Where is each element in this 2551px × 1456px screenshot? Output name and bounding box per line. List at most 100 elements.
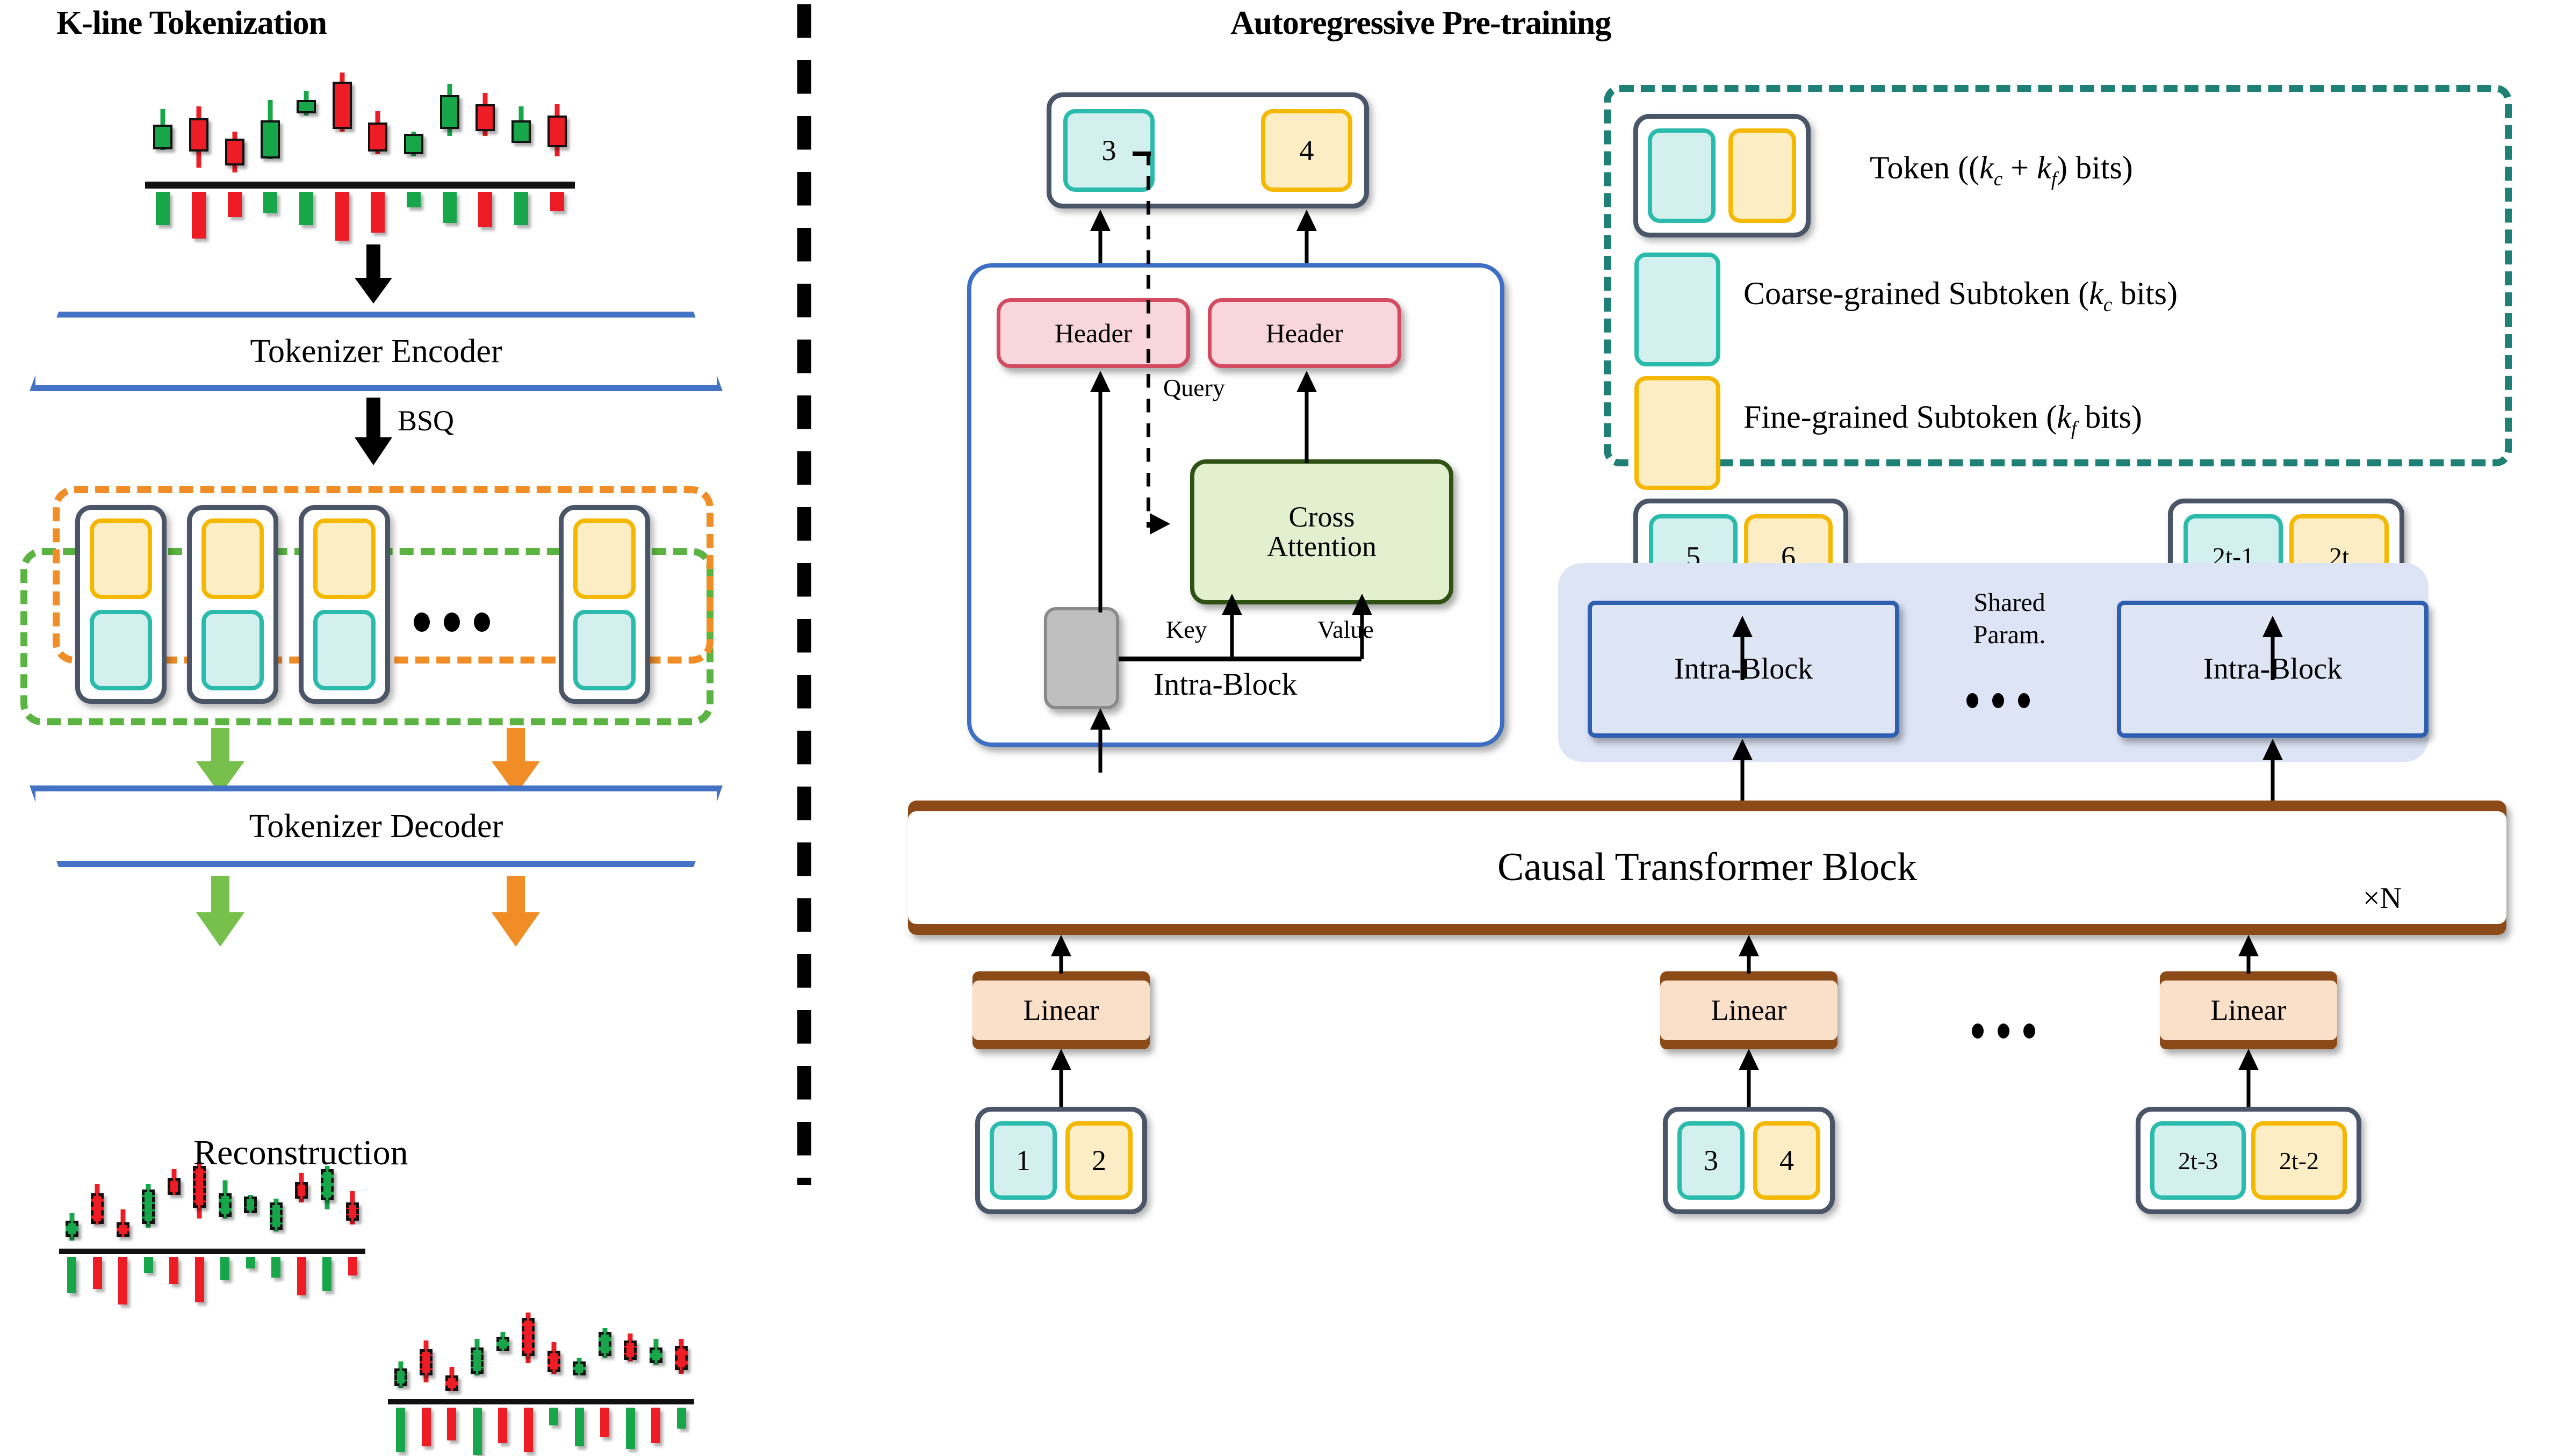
volume-bar [550,192,564,212]
candle-body [573,1361,586,1376]
tokenizer-decoder-label: Tokenizer Decoder [249,808,503,845]
reconstruction-chart-right [388,1306,694,1456]
input-token-1-2-coarse: 1 [990,1121,1057,1200]
volume-bar [156,192,170,225]
linear-box-3: Linear [2160,971,2337,1049]
bsq-token-1-coarse [90,610,152,690]
input-token-2t-3-coarse: 2t-3 [2150,1121,2246,1200]
legend-token-coarse-swatch [1648,128,1716,223]
candle-body [332,82,352,129]
bsq-token-3-coarse [313,610,376,690]
candlestick [142,1155,155,1249]
header-right-box: Header [1208,298,1401,368]
arrow-kline-to-encoder [355,244,392,304]
volume-bar [447,1408,457,1440]
volume-bar [263,192,278,214]
legend-token-text-pre: Token (( [1870,150,1980,185]
arrow-value-to-cross [1349,594,1375,659]
candle-body [297,99,316,113]
legend-coarse-k1: k [2089,276,2103,311]
candlestick [445,1306,458,1399]
candlestick [624,1306,637,1399]
intra-block-state-box [1044,607,1119,709]
volume-bar [514,192,528,225]
bsq-token-1 [75,505,167,704]
legend-coarse-text: Coarse-grained Subtoken (kc bits) [1743,275,2178,316]
volume-bar [600,1408,610,1437]
tokenizer-encoder-label: Tokenizer Encoder [250,333,502,370]
cross-attention-line2: Attention [1267,530,1377,563]
candle-body [547,1351,560,1372]
candle-body [675,1345,688,1371]
arrow-encoder-to-tokens [355,398,392,467]
linear-box-1: Linear [972,971,1150,1049]
volume-bar [651,1408,661,1443]
arrow-token2-to-linear [1735,1049,1762,1108]
intra-block-ellipsis [1966,693,2030,708]
candlestick [675,1306,688,1399]
volume-bar [472,1408,482,1455]
candle-body [189,118,208,152]
legend-coarse-text-pre: Coarse-grained Subtoken ( [1743,276,2089,311]
arrow-fine-to-decoder [486,728,545,795]
tokenizer-encoder: Tokenizer Encoder [30,312,723,391]
volume-bar [169,1257,179,1285]
candle-body [142,1189,155,1224]
bsq-token-1-fine [90,518,152,599]
volume-bar [574,1408,584,1446]
legend-fine-swatch [1634,376,1720,490]
arrow-header-right-to-token [1293,210,1320,270]
legend-fine-text-pre: Fine-grained Subtoken ( [1743,399,2057,435]
candle-body [346,1202,359,1221]
candle-body [167,1178,181,1195]
candle-body [522,1317,535,1357]
candlestick [404,64,423,182]
arrow-state-to-header-left [1087,371,1114,612]
volume-bar [335,192,349,241]
candlestick [547,64,567,182]
candle-body [225,138,244,165]
candlestick [496,1306,509,1399]
output-token-3-4-coarse: 3 [1063,109,1155,192]
candlestick [116,1155,129,1249]
output-token-3-4: 3 4 [1047,92,1369,208]
candlestick [511,64,531,182]
volume-bar [407,192,421,208]
candle-body [368,122,388,152]
legend-fine-k1: k [2057,399,2071,435]
reconstruction-chart-left [59,1155,365,1306]
arrow-decoder-to-recon-left [191,876,250,948]
bsq-token-2-coarse [201,610,264,690]
candle-body [420,1349,433,1376]
candlestick [225,64,244,182]
legend-fine-text-post: bits) [2077,399,2142,435]
input-token-1-2: 1 2 [975,1107,1147,1214]
arrow-coarse-to-decoder [191,728,250,795]
bsq-token-3-fine [313,518,376,599]
arrow-causal-to-intra-mid [1729,739,1756,802]
candlestick [471,1306,484,1399]
bsq-token-2-fine [201,518,264,599]
candle-body [445,1375,458,1392]
candlestick [332,64,352,182]
arrow-header-left-to-token [1087,210,1114,270]
candle-body [475,104,495,132]
key-label: Key [1166,616,1207,643]
volume-bar [246,1257,255,1268]
linear-ellipsis [1972,1023,2035,1039]
candlestick [475,64,495,182]
volume-bar [348,1257,357,1275]
candle-body [547,116,567,147]
candlestick [65,1155,78,1249]
arrow-causal-to-intra-last [2259,739,2286,802]
volume-bar [297,1257,306,1296]
candle-body [244,1196,257,1213]
volume-bar [118,1257,128,1304]
candlestick [91,1155,104,1249]
volume-bar [676,1408,686,1429]
volume-bar [478,192,493,227]
volume-bar [192,192,206,239]
candle-body [439,95,459,129]
bsq-token-last-fine [573,518,636,599]
kv-bus-horizontal [1119,657,1361,661]
